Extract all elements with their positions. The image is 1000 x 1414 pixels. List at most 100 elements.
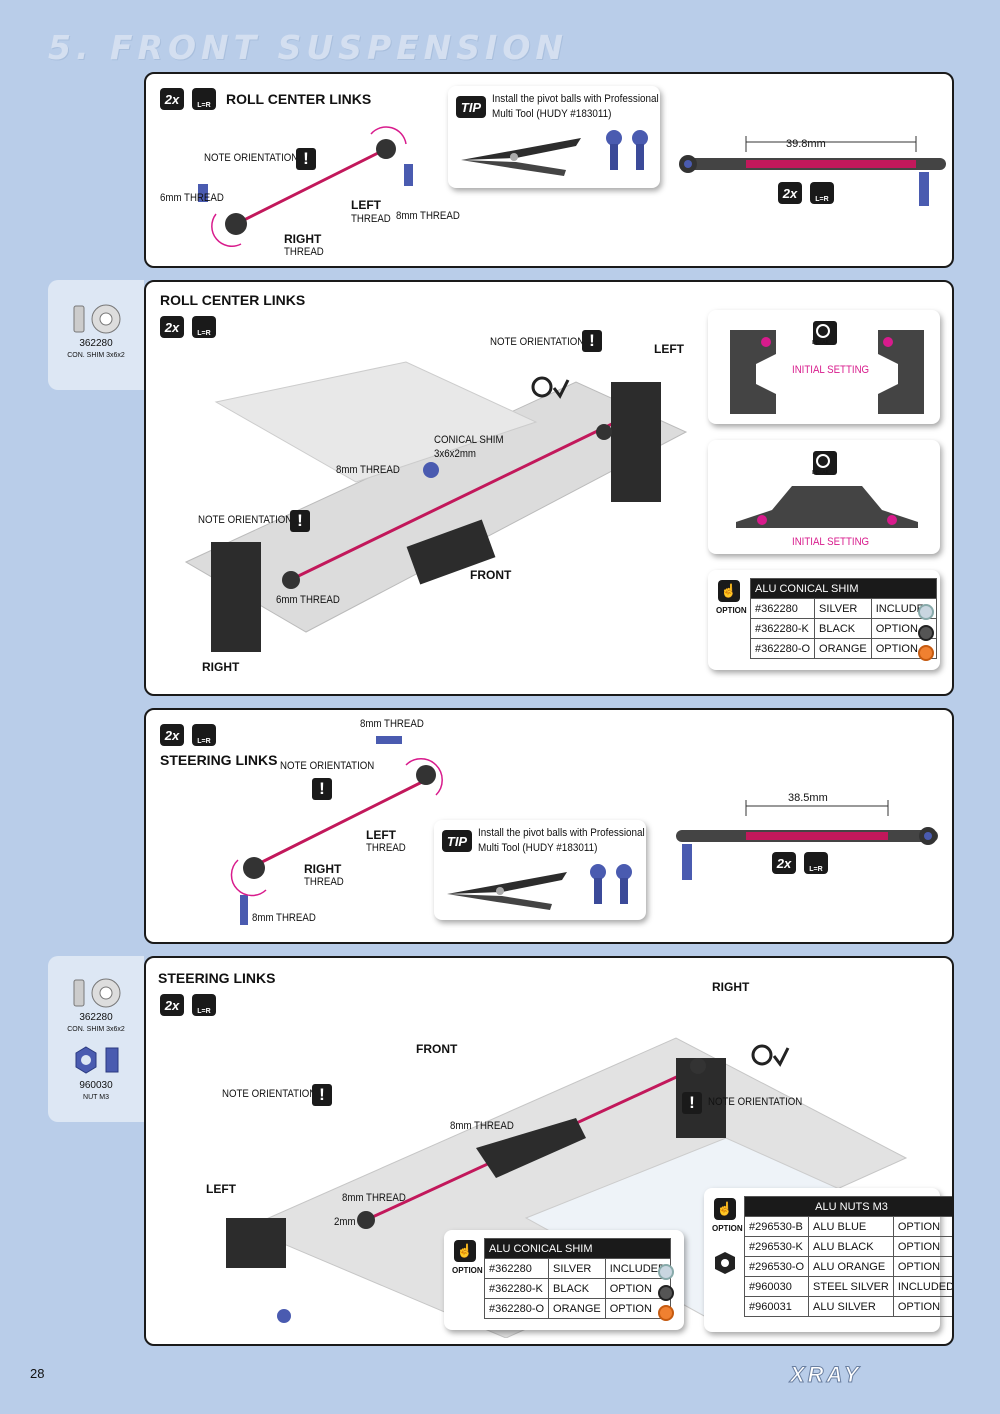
note-orientation-label-left: NOTE ORIENTATION [198,514,293,526]
qty-badge: 2x [160,994,184,1016]
qty-badge: 2x [160,88,184,110]
tip-box: TIP Install the pivot balls with Profess… [434,820,646,920]
left-label: LEFT [654,342,684,356]
roll-center-block-left-icon [730,330,776,414]
lr-badge: L=R [192,316,216,338]
detail-icon [813,321,837,345]
table-cell: ALU SILVER [808,1296,894,1317]
detail-card-1: DETAIL INITIAL SETTING [708,310,940,424]
pivot-ball-icon [590,864,632,904]
thread-6mm-label: 6mm THREAD [276,594,340,606]
shim-2mm-label: 2mm [334,1216,356,1228]
table-cell: #296530-B [743,1216,810,1237]
table-cell: OPTION [892,1256,952,1277]
detail-tag: DETAIL [812,470,831,476]
left-thread-label: THREAD [366,842,406,854]
table-cell: STEEL SILVER [808,1276,894,1297]
pivot-ball-icon [606,130,648,170]
left-label: LEFT [206,1182,236,1196]
conical-shim-icon [73,978,121,1008]
note-orientation-label: NOTE ORIENTATION [280,760,375,772]
right-thread-label: THREAD [284,246,324,258]
tip-text-line1: Install the pivot balls with Professiona… [478,827,645,839]
warning-icon-2: ! [290,510,310,532]
part-name-text: CON. SHIM 3x6x2 [67,352,125,359]
assembled-steering-link-illustration [676,800,938,880]
note-orientation-label-left: NOTE ORIENTATION [222,1088,317,1100]
thread-8mm-label: 8mm THREAD [396,210,460,222]
gear-check-icon [531,376,570,399]
part-name-2: NUT M3 [48,1091,144,1103]
qty-badge-2: 2x [772,852,796,874]
assembled-roll-center-link-illustration [679,136,946,206]
conical-shim-icon [73,304,121,334]
tip-badge: TIP [442,830,472,852]
thread-8mm-label-a: 8mm THREAD [450,1120,514,1132]
tip-text-line1: Install the pivot balls with Professiona… [492,93,659,105]
tip-badge: TIP [456,96,486,118]
parts-sidebar-1: 362280 CON. SHIM 3x6x2 [48,280,144,390]
table-cell: #362280 [483,1258,550,1279]
option-label: OPTION [716,606,747,615]
table-cell: OPTION [892,1296,952,1317]
warning-icon: ! [312,778,332,800]
table-cell: ALU BLUE [808,1216,894,1237]
part-name-1: CON. SHIM 3x6x2 [48,1023,144,1035]
table-cell: BLACK [814,618,872,639]
roll-center-link-exploded-illustration [198,126,413,247]
conical-shim-label: CONICAL SHIM [434,434,504,446]
table-cell: #362280 [749,598,816,619]
link-length-measure: 38.5mm [788,792,828,804]
panel-steering-links-1: 2x L=R STEERING LINKS 8mm THREAD NOTE OR… [144,708,954,944]
note-orientation-label: NOTE ORIENTATION [204,152,299,164]
warning-icon: ! [582,330,602,352]
table-cell: ORANGE [814,638,872,659]
table-cell: INCLUDED [892,1276,952,1297]
right-label: RIGHT [304,862,342,876]
panel-steering-links-2: STEERING LINKS 2x L=R RIGHT FRONT NOTE O… [144,956,954,1346]
qty-badge-2: 2x [778,182,802,204]
lr-badge: L=R [192,724,216,746]
qty-badge: 2x [160,316,184,338]
option-label: OPTION [452,1266,483,1275]
chassis-roll-center-illustration [184,361,688,652]
roll-center-block-right-icon [878,330,924,414]
detail-tag: DETAIL [812,340,831,346]
left-label: LEFT [366,828,396,842]
left-label: LEFT [351,198,381,212]
page-number: 28 [30,1366,45,1381]
table-cell: #960030 [743,1276,810,1297]
thumbs-up-icon: ☝ [454,1240,476,1262]
table-cell: BLACK [548,1278,606,1299]
right-label: RIGHT [284,232,322,246]
lr-badge-2: L=R [804,852,828,874]
front-label: FRONT [470,568,512,582]
section-title: STEERING LINKS [158,970,276,986]
front-label: FRONT [416,1042,458,1056]
silver-shim-icon [918,604,934,620]
thread-8mm-label-b: 8mm THREAD [342,1192,406,1204]
warning-icon: ! [296,148,316,170]
panel-roll-center-links-1: 2x L=R ROLL CENTER LINKS NOTE ORIENTATIO… [144,72,954,268]
tip-box: TIP Install the pivot balls with Profess… [448,86,660,188]
gear-check-icon [751,1044,790,1067]
initial-setting-label: INITIAL SETTING [792,364,870,376]
part-name: CON. SHIM 3x6x2 [48,349,144,361]
part-code-2: 960030 [79,1080,113,1091]
table-cell: OPTION [892,1236,952,1257]
right-thread-label: THREAD [304,876,344,888]
section-title: ROLL CENTER LINKS [226,91,372,107]
table-cell: #362280-O [749,638,816,659]
orange-shim-icon [658,1305,674,1321]
option-table-header: ALU NUTS M3 [743,1196,952,1217]
table-cell: SILVER [814,598,872,619]
